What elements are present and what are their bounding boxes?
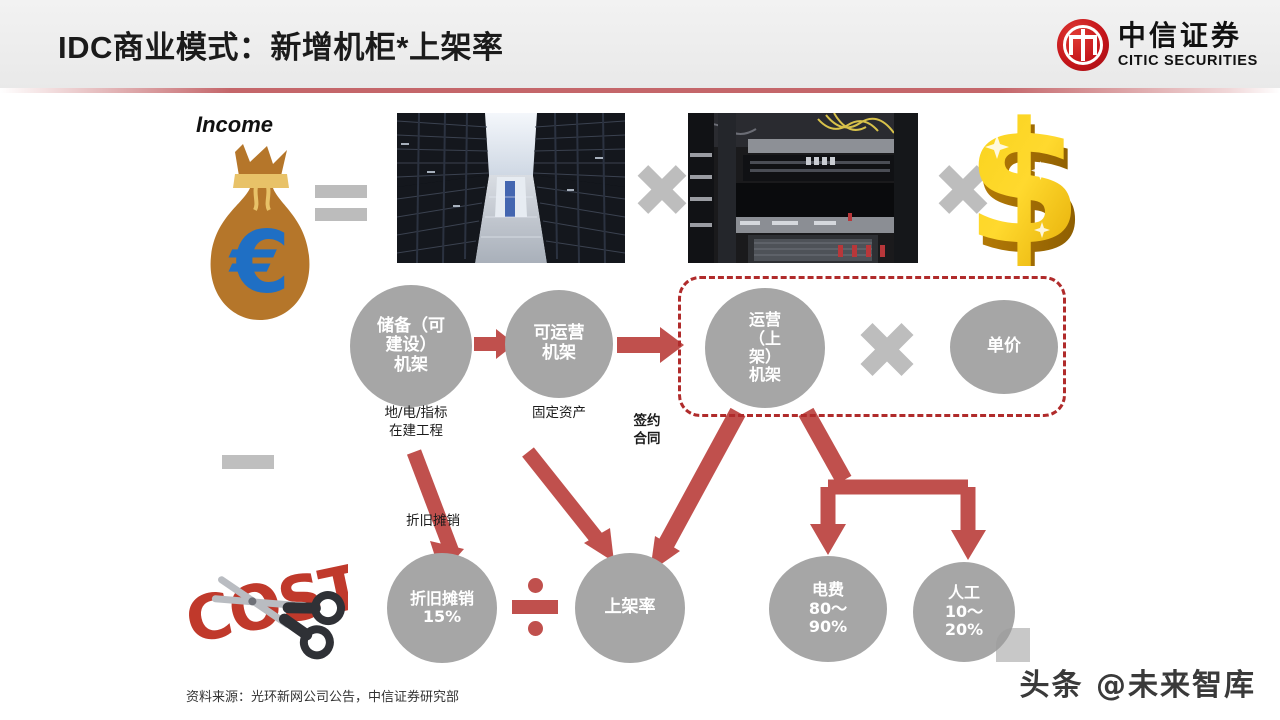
node-line: 折旧摊销 [409, 588, 474, 608]
minus-sign-icon [222, 455, 274, 469]
node-rack-rate[interactable]: 上架率 [575, 553, 685, 663]
node-line: 80～ [808, 598, 848, 618]
caption-fixed-asset: 固定资产 [509, 404, 609, 422]
source-note: 资料来源：光环新网公司公告，中信证券研究部 [186, 690, 460, 705]
node-reserve-racks[interactable]: 储备（可 建设） 机架 [350, 285, 472, 407]
multiply-sign-icon-top-1 [635, 162, 689, 216]
node-line: 10～ [944, 601, 984, 621]
multiply-sign-icon-middle [858, 320, 916, 378]
caption-land-power-quota: 地/电/指标 在建工程 [366, 404, 466, 440]
caption-signed-contract: 签约 合同 [614, 412, 680, 448]
node-depreciation[interactable]: 折旧摊销 15% [387, 553, 497, 663]
watermark-text: 头条 @未来智库 [1019, 668, 1256, 703]
node-line: 电费 [811, 580, 844, 600]
caption-line: 地/电/指标 [384, 405, 448, 421]
node-operable-racks[interactable]: 可运营 机架 [505, 290, 613, 398]
node-line: 15% [422, 607, 462, 626]
money-bag-euro-icon: € [195, 140, 325, 325]
node-line: 机架 [542, 343, 576, 363]
caption-line: 签约 [633, 413, 661, 429]
equals-sign-icon [315, 185, 367, 225]
page-title: IDC商业模式：新增机柜*上架率 [58, 30, 504, 65]
server-rack-closeup-photo [688, 113, 918, 263]
node-power-cost[interactable]: 电费 80～ 90% [769, 556, 887, 662]
costs-scissors-icon: COSTS [176, 541, 410, 674]
citic-emblem-icon [1056, 19, 1109, 71]
node-line: 运营 [748, 310, 781, 330]
node-line: 20% [944, 620, 984, 640]
node-line: （上 [748, 328, 781, 348]
node-racked-racks[interactable]: 运营 （上 架） 机架 [705, 288, 825, 408]
logo-english-name: CITIC SECURITIES [1117, 52, 1258, 69]
watermark-corner-shape [996, 628, 1030, 662]
node-line: 单价 [987, 336, 1021, 357]
node-line: 人工 [947, 583, 980, 603]
header-accent-rule [0, 88, 1280, 93]
svg-text:€: € [228, 213, 290, 313]
node-line: 可运营 [533, 323, 585, 344]
caption-depreciation: 折旧摊销 [385, 512, 481, 530]
caption-line: 合同 [633, 431, 661, 448]
data-center-aisle-photo [397, 113, 625, 263]
dollar-sign-3d-icon: $ $ [966, 86, 1090, 292]
caption-line: 固定资产 [532, 405, 586, 421]
node-line: 机架 [748, 365, 781, 385]
svg-text:$: $ [966, 106, 1082, 266]
node-unit-price[interactable]: 单价 [950, 300, 1058, 394]
svg-text:$: $ [970, 106, 1087, 266]
node-line: 建设） [385, 335, 437, 356]
divide-sign-icon [512, 578, 558, 636]
node-line: 架） [748, 347, 781, 366]
caption-line: 折旧摊销 [406, 513, 460, 529]
node-line: 机架 [394, 354, 428, 375]
logo-chinese-name: 中信证券 [1117, 18, 1242, 52]
revenue-group-box [678, 276, 1066, 417]
caption-line: 在建工程 [389, 423, 443, 440]
node-line: 储备（可 [377, 315, 445, 336]
node-line: 90% [808, 617, 848, 637]
citic-securities-logo: 中信证券 CITIC SECURITIES [1056, 16, 1258, 74]
node-line: 上架率 [604, 597, 656, 618]
income-label: Income [196, 112, 274, 137]
